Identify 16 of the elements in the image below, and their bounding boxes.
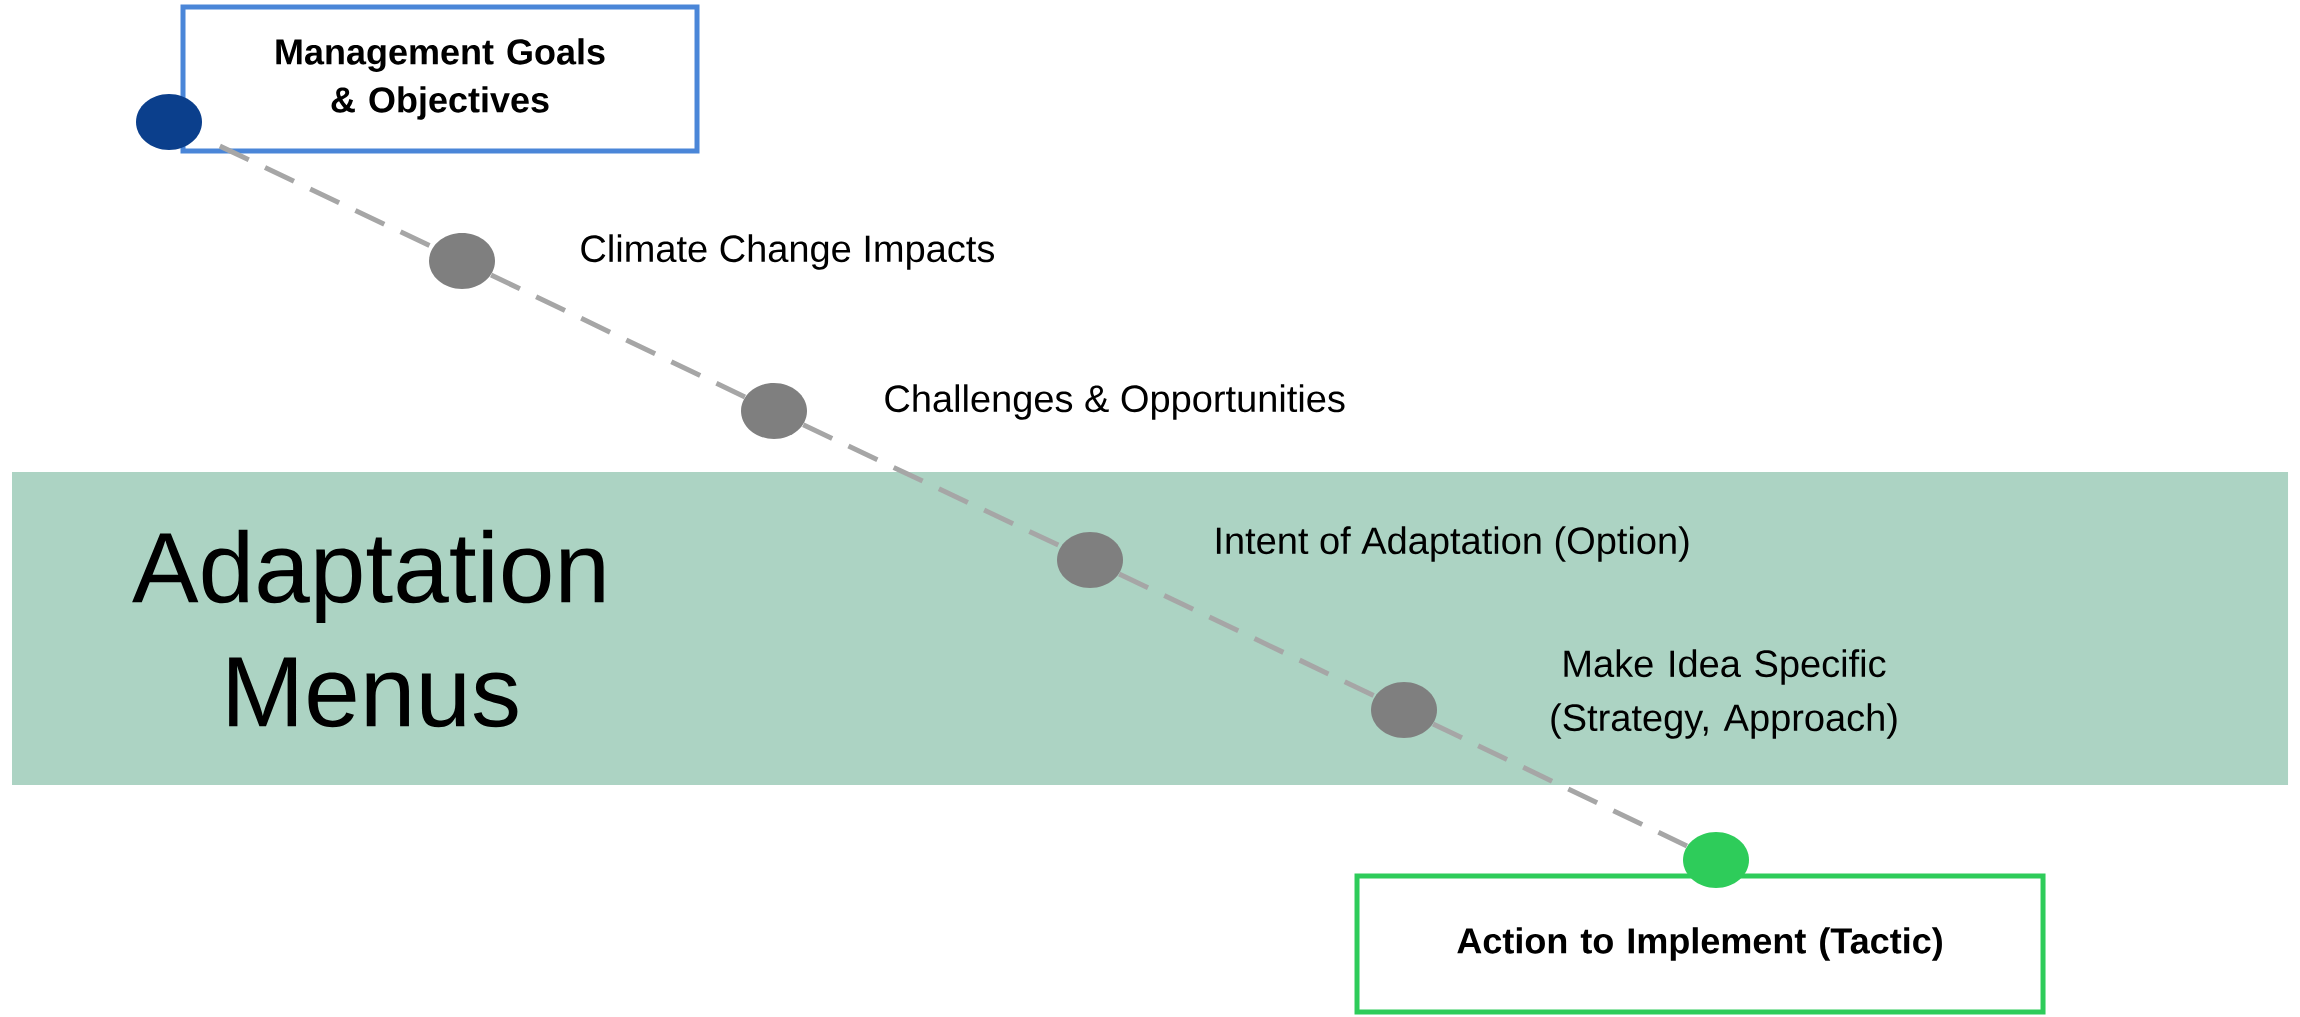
dashed-line xyxy=(802,422,1062,549)
step-label: Challenges & Opportunities xyxy=(885,384,1345,420)
text-box: Action to Implement (Tactic) xyxy=(1354,873,2046,1015)
dashed-line xyxy=(490,272,747,400)
text-box: Management Goals & Objectives xyxy=(180,4,700,154)
step-label: Intent of Adaptation (Option) xyxy=(1216,526,1689,562)
step-label: Make Idea Specific (Strategy, Approach) xyxy=(1551,649,1897,739)
step-label: Climate Change Impacts xyxy=(581,234,994,270)
dot xyxy=(429,233,495,289)
dot xyxy=(741,383,807,439)
dot xyxy=(1683,832,1749,888)
dot xyxy=(136,94,202,150)
dashed-line xyxy=(1432,721,1689,849)
dot xyxy=(1057,532,1123,588)
dot xyxy=(1371,682,1437,738)
dashed-line xyxy=(1118,571,1376,699)
